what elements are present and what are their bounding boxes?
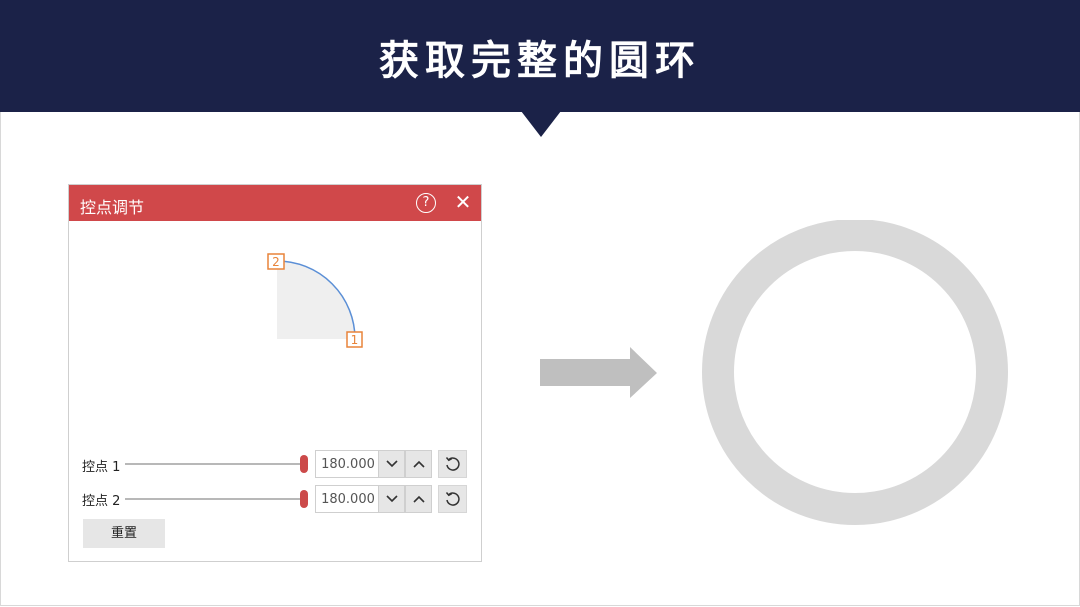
dialog-titlebar[interactable]: 控点调节 ? ✕ (69, 185, 481, 221)
arc-path (276, 260, 356, 340)
handle-2-decrement-button[interactable] (378, 485, 405, 513)
handle-1-slider-track[interactable] (125, 463, 305, 465)
header-banner: 获取完整的圆环 (0, 0, 1080, 112)
banner-pointer (521, 111, 561, 137)
dialog-title: 控点调节 (80, 198, 145, 217)
handle-1-value-input[interactable]: 180.000 (315, 450, 381, 478)
handle-2-increment-button[interactable] (405, 485, 432, 513)
chevron-up-icon (412, 495, 425, 503)
handle-adjust-dialog: 控点调节 ? ✕ 2 1 控点 1 180.000 控点 2 180.000 (68, 184, 482, 562)
page-title: 获取完整的圆环 (379, 38, 701, 84)
handle-1-decrement-button[interactable] (378, 450, 405, 478)
handle-marker-2[interactable] (267, 253, 285, 270)
reset-button[interactable]: 重置 (83, 519, 165, 548)
handle-1-reset-button[interactable] (438, 450, 467, 478)
pie-shape-fill (277, 261, 355, 339)
ring-shape (702, 220, 1008, 525)
chevron-down-icon (385, 495, 398, 503)
handle-2-slider-thumb[interactable] (300, 490, 308, 508)
question-circle-icon[interactable]: ? (416, 193, 436, 213)
handle-1-slider-thumb[interactable] (300, 455, 308, 473)
arrow-right-icon (540, 347, 657, 398)
handle-2-slider-track[interactable] (125, 498, 305, 500)
handle-2-reset-button[interactable] (438, 485, 467, 513)
undo-icon (445, 492, 460, 506)
handle-marker-1-label: 1 (351, 333, 359, 347)
undo-icon (445, 457, 460, 471)
arc-preview: 2 1 (267, 253, 363, 348)
handle-1-label: 控点 1 (82, 460, 121, 475)
handle-2-value-input[interactable]: 180.000 (315, 485, 381, 513)
close-icon[interactable]: ✕ (454, 190, 472, 214)
chevron-up-icon (412, 460, 425, 468)
handle-marker-1[interactable] (346, 331, 363, 348)
handle-marker-2-label: 2 (272, 255, 280, 269)
handle-2-label: 控点 2 (82, 494, 121, 509)
chevron-down-icon (385, 460, 398, 468)
handle-1-increment-button[interactable] (405, 450, 432, 478)
